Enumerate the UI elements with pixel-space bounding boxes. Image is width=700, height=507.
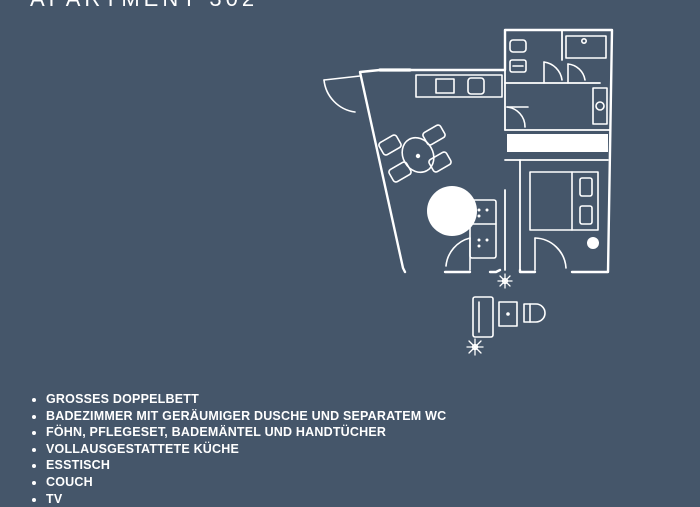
lamp-icon: [587, 237, 599, 249]
toilet-icon: [509, 39, 527, 53]
list-item: GROSSES DOPPELBETT: [30, 391, 446, 408]
bidet-icon: [509, 59, 527, 73]
plant-icon: [466, 273, 513, 356]
list-item: FÖHN, PFLEGESET, BADEMÄNTEL UND HANDTÜCH…: [30, 424, 446, 441]
living-door-icon: [445, 237, 471, 271]
interior-walls: [504, 29, 611, 271]
entrance-door-icon: [323, 75, 361, 113]
outer-walls: [358, 28, 614, 274]
list-item: BADEZIMMER MIT GERÄUMIGER DUSCHE UND SEP…: [30, 408, 446, 425]
list-item: COUCH: [30, 474, 446, 491]
feature-list: GROSSES DOPPELBETT BADEZIMMER MIT GERÄUM…: [30, 391, 446, 507]
page-title: APARTMENT 302: [30, 0, 258, 12]
bedroom-door-icon: [534, 237, 567, 271]
dining-table-icon: [378, 124, 452, 183]
couch-icon: [472, 296, 494, 338]
wardrobe-icon: [507, 134, 608, 152]
armchair-icon: [523, 303, 546, 323]
hall-door-icon: [506, 106, 529, 128]
sink-icon: [592, 87, 608, 125]
side-table-icon: [498, 301, 518, 327]
list-item: TV: [30, 491, 446, 507]
stove-icon: [469, 199, 497, 259]
bathroom-door-icon: [543, 61, 586, 84]
floor-plan: [323, 28, 614, 356]
round-table-icon: [427, 186, 477, 236]
kitchen-counter-icon: [415, 74, 503, 98]
list-item: ESSTISCH: [30, 457, 446, 474]
shower-icon: [565, 35, 607, 59]
list-item: VOLLAUSGESTATTETE KÜCHE: [30, 441, 446, 458]
bed-icon: [529, 171, 599, 231]
